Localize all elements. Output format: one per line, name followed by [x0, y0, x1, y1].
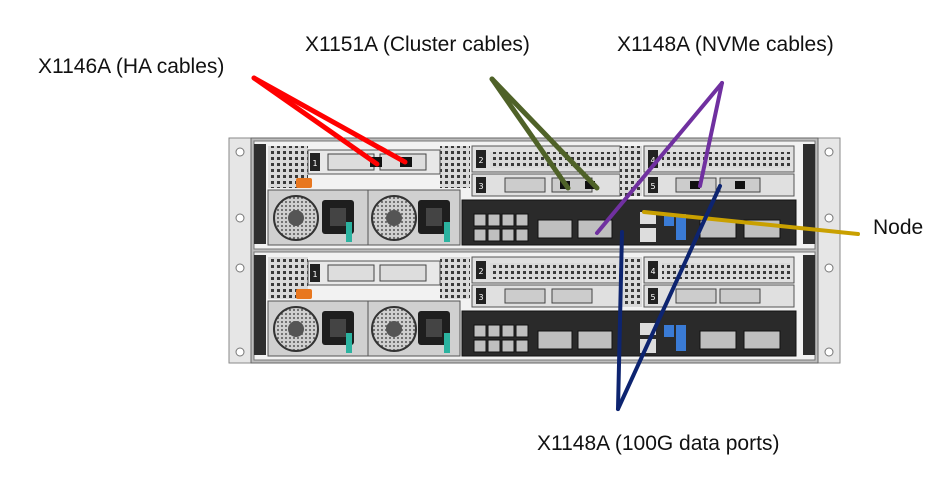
label-node: Node: [873, 216, 923, 239]
label-cluster-cables: X1151A (Cluster cables): [305, 33, 530, 56]
orange-tab: [296, 178, 312, 188]
rack-ear-left: [228, 137, 252, 364]
callout-node: [642, 210, 860, 236]
rack-ear-right: [817, 137, 841, 364]
psu-1: [267, 189, 369, 246]
slot-number: 3: [478, 293, 483, 302]
label-ha-cables: X1146A (HA cables): [38, 55, 224, 78]
slot-number: 2: [478, 267, 483, 276]
controller-bottom: 1 2 3 4: [267, 256, 797, 357]
slot-number: 5: [650, 293, 655, 302]
slot-number: 2: [478, 156, 483, 165]
psu-2: [367, 189, 461, 246]
slot-number: 3: [478, 182, 483, 191]
callout-nvme: [595, 81, 724, 235]
slot-number: 5: [650, 182, 655, 191]
slot-number: 4: [650, 156, 655, 165]
slot-number: 4: [650, 267, 655, 276]
psu-4: [367, 300, 461, 357]
psu-3: [267, 300, 369, 357]
label-nvme-cables: X1148A (NVMe cables): [617, 33, 834, 56]
callout-cluster: [489, 76, 600, 191]
orange-tab: [296, 289, 312, 299]
label-data-ports: X1148A (100G data ports): [537, 432, 779, 455]
callout-ha: [251, 75, 408, 167]
callout-data: [616, 184, 722, 411]
slot-number: 1: [312, 270, 317, 279]
slot-number: 1: [312, 159, 317, 168]
